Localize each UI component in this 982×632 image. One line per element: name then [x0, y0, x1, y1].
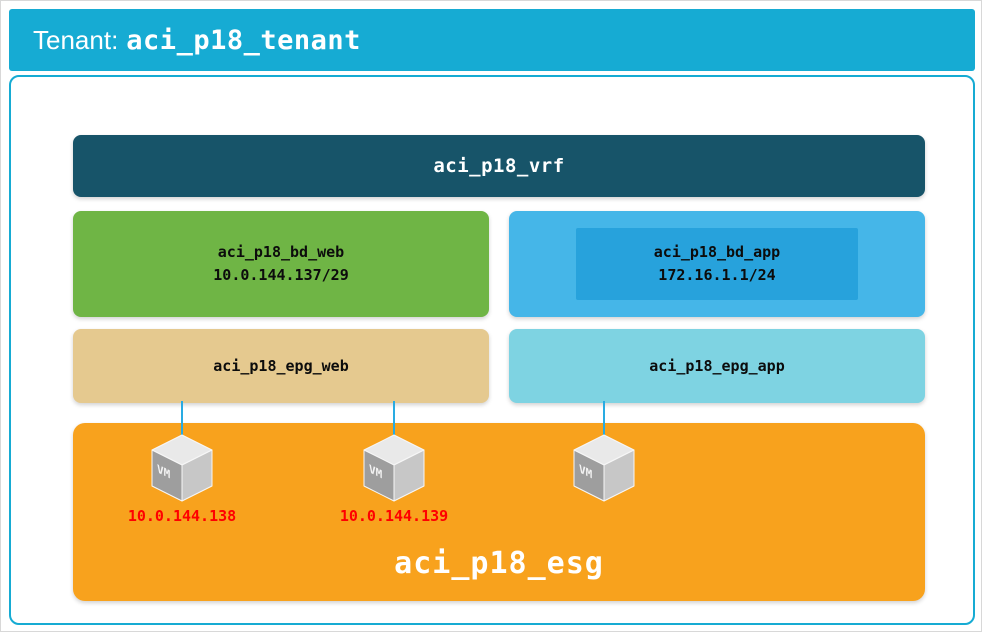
bd-web-subnet: 10.0.144.137/29 — [213, 266, 349, 284]
bd-web-name: aci_p18_bd_web — [217, 243, 345, 261]
esg-label: aci_p18_esg — [394, 546, 604, 581]
vm-label: VM — [157, 462, 170, 482]
tenant-name: aci_p18_tenant — [126, 24, 361, 56]
epg-web-box: aci_p18_epg_web — [73, 329, 489, 403]
esg-box: aci_p18_esg — [73, 423, 925, 601]
epg-app-label: aci_p18_epg_app — [649, 357, 785, 375]
bd-app-box: aci_p18_bd_app 172.16.1.1/24 — [509, 211, 925, 317]
vm-label: VM — [579, 462, 592, 482]
tenant-label: Tenant: — [33, 24, 119, 55]
tenant-header: Tenant: aci_p18_tenant — [9, 9, 975, 71]
connector-line-epgweb-vm2 — [393, 401, 395, 439]
tenant-body: aci_p18_vrf aci_p18_bd_web 10.0.144.137/… — [9, 75, 975, 625]
bd-app-name: aci_p18_bd_app — [653, 243, 781, 261]
connector-line-epgweb-vm1 — [181, 401, 183, 439]
bd-app-inner-box: aci_p18_bd_app 172.16.1.1/24 — [576, 228, 858, 300]
vm-group-3: VM — [529, 433, 679, 503]
epg-web-label: aci_p18_epg_web — [213, 357, 349, 375]
bd-app-subnet: 172.16.1.1/24 — [658, 266, 776, 284]
vm-cube-icon: VM — [151, 434, 213, 502]
vm-ip-label: 10.0.144.138 — [127, 507, 237, 525]
connector-line-epgapp-vm3 — [603, 401, 605, 439]
vm-group-2: VM 10.0.144.139 — [319, 433, 469, 525]
vrf-box: aci_p18_vrf — [73, 135, 925, 197]
vm-label: VM — [369, 462, 382, 482]
vrf-label: aci_p18_vrf — [433, 155, 565, 177]
vm-ip-label: 10.0.144.139 — [339, 507, 449, 525]
bd-web-box: aci_p18_bd_web 10.0.144.137/29 — [73, 211, 489, 317]
vm-group-1: VM 10.0.144.138 — [107, 433, 257, 525]
epg-app-box: aci_p18_epg_app — [509, 329, 925, 403]
vm-cube-icon: VM — [573, 434, 635, 502]
vm-cube-icon: VM — [363, 434, 425, 502]
